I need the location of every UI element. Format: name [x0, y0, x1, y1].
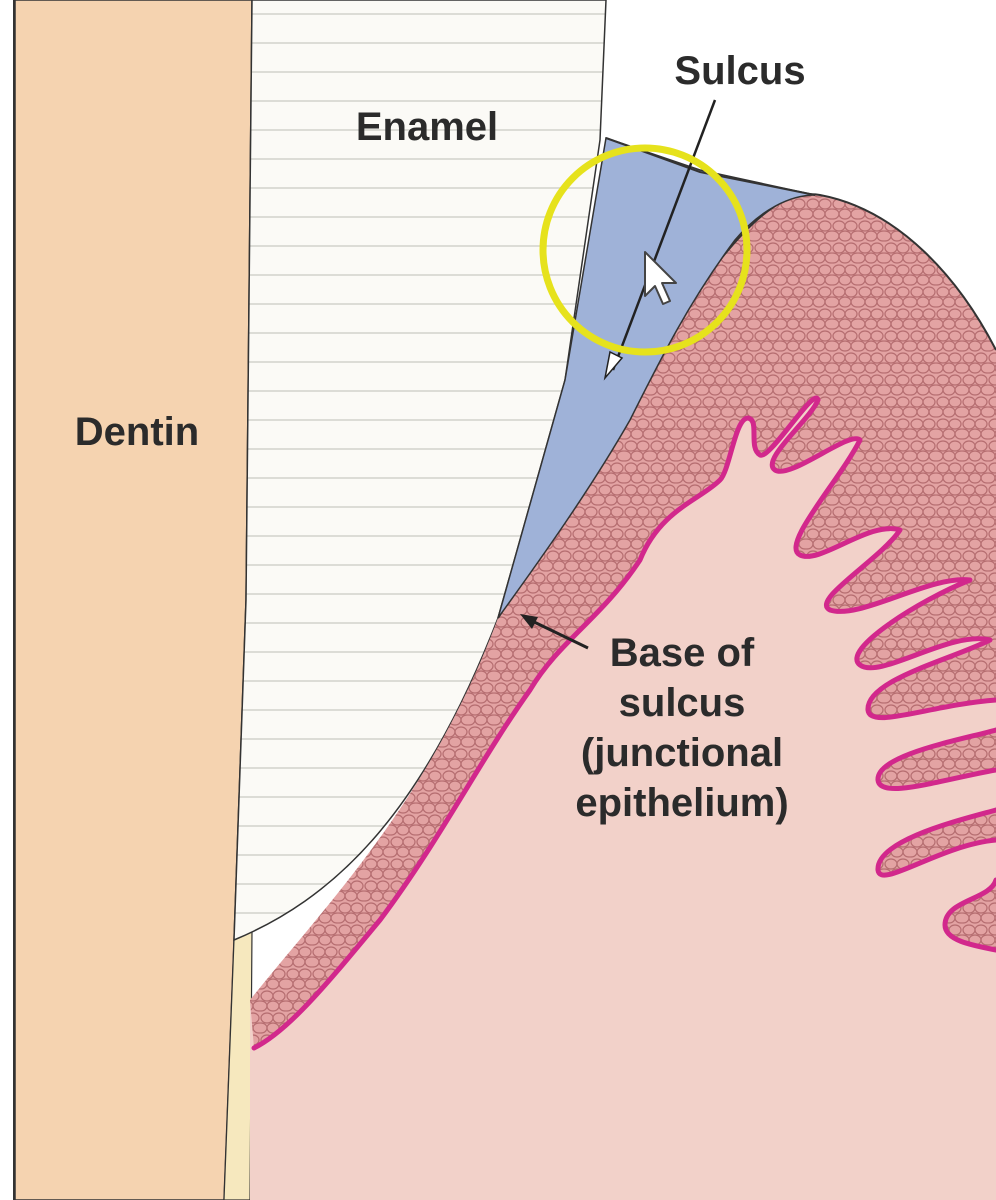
label-base-line3: (junctional	[581, 731, 783, 775]
label-dentin: Dentin	[75, 410, 199, 454]
enamel-stripes	[233, 0, 607, 942]
label-base-line4: epithelium)	[575, 781, 788, 825]
connective-tissue	[250, 232, 996, 1200]
basement-membrane	[251, 395, 996, 1051]
sulcus-region	[497, 137, 816, 619]
base-arrowhead	[520, 614, 538, 629]
label-enamel: Enamel	[356, 105, 498, 149]
dentin-region	[14, 0, 253, 1200]
sulcus-leader-line	[611, 99, 717, 371]
label-base-line1: Base of	[610, 631, 755, 675]
label-sulcus: Sulcus	[674, 49, 805, 93]
highlight-circle	[539, 144, 751, 356]
frame-left-border	[0, 0, 14, 1200]
base-leader-line	[529, 618, 589, 650]
sulcus-arrowhead	[603, 350, 624, 381]
mouse-pointer-icon	[644, 251, 677, 305]
label-base-line2: sulcus	[619, 681, 746, 725]
